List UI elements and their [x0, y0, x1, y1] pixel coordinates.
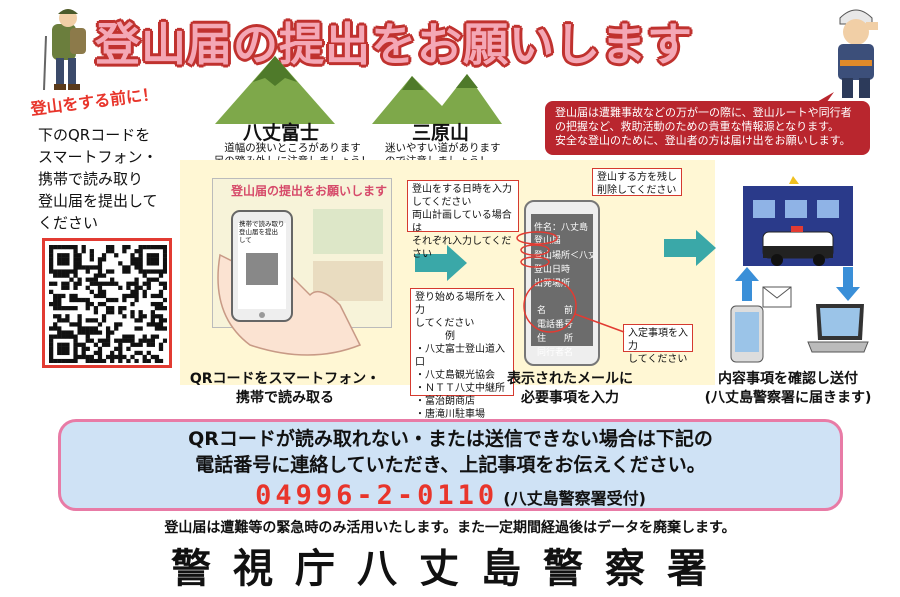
caption-send: 内容事項を確認し送付 (八丈島警察署に届きます) [704, 371, 872, 406]
arrow-right-1-icon [415, 245, 467, 281]
mini-phone-text: 携帯で読み取り 登山届を提出 して [239, 220, 285, 244]
mail-field-name: 名 前 [537, 306, 574, 316]
contact-line-1: QRコードが読み取れない・または送信できない場合は下記の [188, 428, 713, 450]
box-required-instruction: 入定事項を入力 してください [623, 324, 693, 365]
email-envelope-icon [762, 286, 792, 308]
mail-row-start: 出発場所 [534, 279, 571, 289]
phone-line: 04996-2-0110 (八丈島警察署受付) [61, 480, 840, 511]
mail-row-place: 登山場所＜八丈富士 三原山 [534, 251, 593, 261]
box-climber-instruction: 登山する方を残し 削除してください [592, 168, 682, 196]
mini-poster-title: 登山届の提出をお願いします [231, 184, 388, 198]
mail-field-phone: 電話番号 [537, 320, 574, 330]
speech-bubble-tail [810, 92, 834, 106]
data-usage-notice: 登山届は遭難等の緊急時のみ活用いたします。また一定期間経過後はデータを廃棄します… [164, 520, 736, 536]
mail-subject: 件名：八丈島登山届 [534, 223, 589, 246]
police-station-illustration [743, 176, 853, 266]
contact-line-2: 電話番号に連絡していただき、上記事項をお伝えください。 [195, 454, 706, 476]
phone-screen: 件名：八丈島登山届 登山場所＜八丈富士 三原山 登山日時 出発場所 名 前 電話… [531, 214, 593, 358]
arrow-right-2-icon [664, 230, 716, 266]
mail-field-address: 住 所 [537, 334, 574, 344]
hand-holding-phone-illustration [217, 210, 362, 356]
box-start-place-instruction: 登り始める場所を入力 してください 例 ・八丈富士登山道入口 ・八丈島観光協会 … [410, 288, 514, 420]
mount-hachijo-fuji-illustration [215, 56, 335, 124]
qr-instructions: 下のQRコードを スマートフォン・ 携帯で読み取り 登山届を提出して ください [38, 126, 158, 232]
box-date-instruction: 登山をする日時を入力 してください 両山計画している場合は それぞれ入力してくだ… [407, 180, 519, 260]
mail-row-date: 登山日時 [534, 265, 571, 275]
caption-scan-qr: QRコードをスマートフォン・ 携帯で読み取る [189, 371, 381, 406]
phone-note: (八丈島警察署受付) [503, 489, 646, 508]
arrow-down-icon [836, 267, 860, 301]
page-title: 登山届の提出をお願いします [95, 18, 694, 71]
mail-field-companion: 同行者名 [537, 348, 574, 358]
smartphone-icon [730, 305, 764, 363]
laptop-icon [807, 304, 869, 353]
info-speech-bubble: 登山届は遭難事故などの万が一の際に、登山ルートや同行者 の把握など、救助活動のた… [545, 101, 870, 155]
police-station-name: 警視庁八丈島警察署 [171, 545, 729, 592]
mini-poster-map [313, 209, 383, 254]
mountain-name-hachijo-fuji: 八丈富士 [243, 122, 320, 144]
qr-code-pattern [49, 245, 168, 364]
police-officer-illustration [838, 9, 878, 98]
arrow-up-icon [735, 267, 759, 301]
form-fields-bracket [523, 279, 625, 333]
hiker-illustration [43, 9, 86, 91]
qr-code[interactable] [42, 238, 172, 368]
phone-number[interactable]: 04996-2-0110 [255, 480, 499, 511]
mount-mihara-illustration [372, 74, 502, 124]
contact-panel: QRコードが読み取れない・または送信できない場合は下記の 電話番号に連絡していた… [58, 419, 843, 511]
form-highlight-ovals [516, 231, 558, 268]
mountain-name-mihara: 三原山 [412, 122, 470, 144]
caption-input-mail: 表示されたメールに 必要事項を入力 [507, 371, 633, 406]
